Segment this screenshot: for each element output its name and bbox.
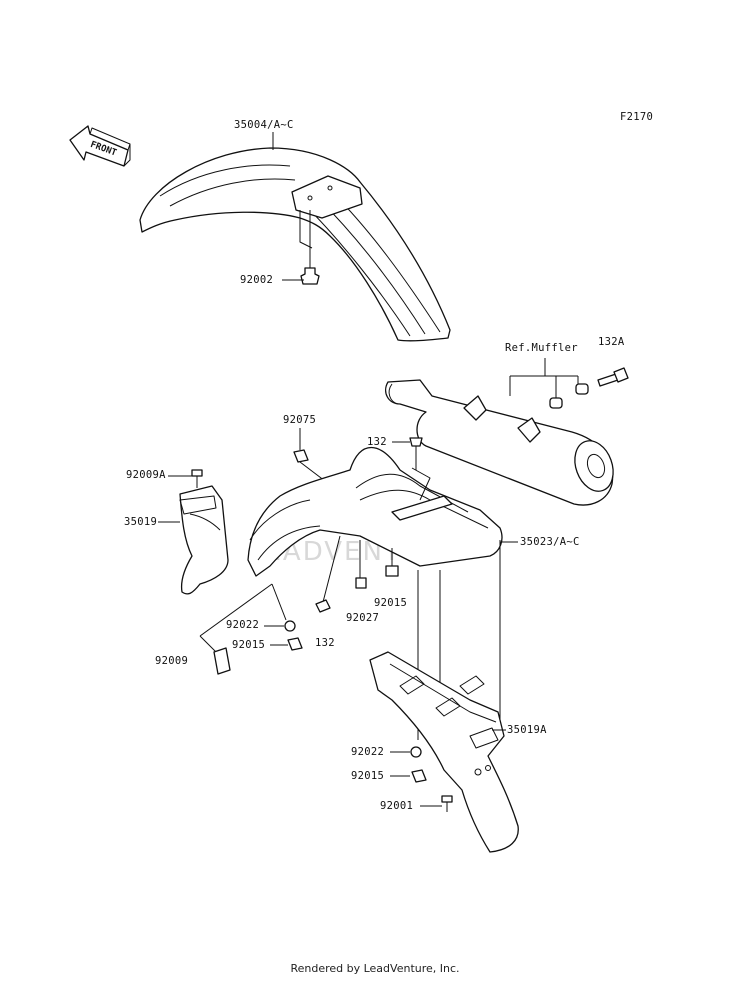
hardware-bottom (410, 746, 453, 812)
screw-92009A-icon (191, 469, 203, 488)
label-132-top[interactable]: 132 (367, 436, 387, 448)
label-92015-a[interactable]: 92015 (374, 597, 408, 609)
label-35019A[interactable]: 35019A (507, 724, 547, 736)
label-35023[interactable]: 35023/A~C (520, 536, 580, 548)
label-92027[interactable]: 92027 (346, 612, 380, 624)
side-panel-35019 (179, 485, 229, 595)
ref-muffler-leader (509, 358, 589, 409)
front-fender (139, 147, 451, 342)
rear-flap-35019A (369, 651, 519, 853)
hardware-middle (213, 565, 399, 675)
rear-fender (247, 446, 503, 577)
label-35004[interactable]: 35004/A~C (234, 119, 294, 131)
label-92001[interactable]: 92001 (380, 800, 414, 812)
figure-code: F2170 (620, 111, 654, 123)
label-92009[interactable]: 92009 (155, 655, 189, 667)
label-ref-muffler[interactable]: Ref.Muffler (505, 342, 578, 354)
label-132A[interactable]: 132A (598, 336, 625, 348)
label-92002[interactable]: 92002 (240, 274, 274, 286)
label-92075[interactable]: 92075 (283, 414, 317, 426)
bolt-132-top-icon (409, 437, 423, 470)
label-leaders (158, 132, 518, 807)
label-35019[interactable]: 35019 (124, 516, 158, 528)
label-92015-b[interactable]: 92015 (232, 639, 266, 651)
bolt-92002-icon (300, 210, 320, 285)
front-arrow-icon: FRONT (69, 125, 131, 167)
label-92022-a[interactable]: 92022 (226, 619, 260, 631)
footer-credit: Rendered by LeadVenture, Inc. (290, 962, 460, 975)
label-92022-b[interactable]: 92022 (351, 746, 385, 758)
label-92009A[interactable]: 92009A (126, 469, 166, 481)
bolt-132A-icon (597, 367, 629, 387)
muffler (385, 379, 614, 506)
label-92015-c[interactable]: 92015 (351, 770, 385, 782)
label-132-bottom[interactable]: 132 (315, 637, 335, 649)
